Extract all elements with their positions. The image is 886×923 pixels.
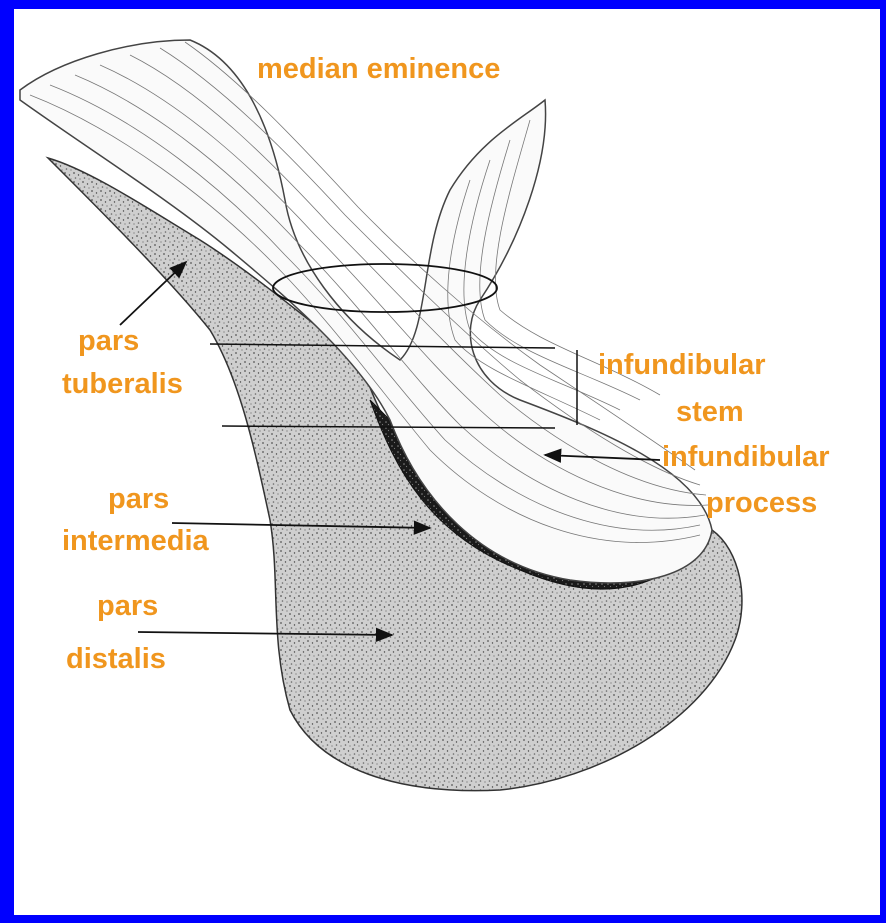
label-infundibular-stem-line1: infundibular: [598, 351, 766, 380]
label-infundibular-process-line2: process: [706, 489, 817, 518]
label-infundibular-process-line1: infundibular: [662, 443, 830, 472]
label-pars-intermedia-line1: pars: [108, 485, 169, 514]
label-pars-tuberalis-line1: pars: [78, 327, 139, 356]
label-infundibular-stem-line2: stem: [676, 398, 744, 427]
arrow-pars-tuberalis: [120, 262, 186, 325]
label-pars-tuberalis-line2: tuberalis: [62, 370, 183, 399]
label-pars-distalis-line1: pars: [97, 592, 158, 621]
label-median-eminence: median eminence: [257, 55, 500, 84]
label-pars-intermedia-line2: intermedia: [62, 527, 209, 556]
label-pars-distalis-line2: distalis: [66, 645, 166, 674]
